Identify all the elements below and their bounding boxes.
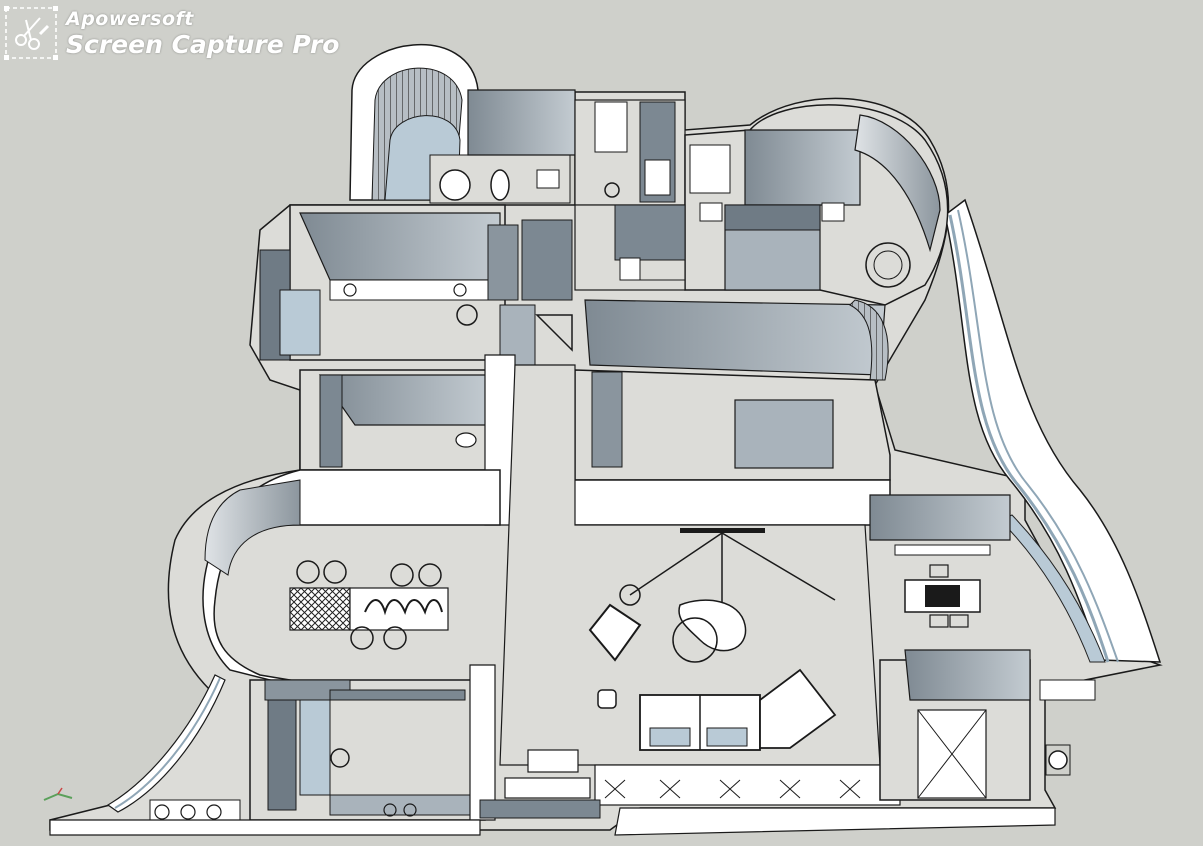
watermark-brand: Apowersoft	[66, 7, 194, 30]
walk-in-closet	[574, 204, 686, 291]
scissors-icon	[4, 6, 58, 60]
screen-capture-watermark: Apowersoft Screen Capture Pro	[4, 6, 339, 60]
top-closet-block	[574, 99, 686, 206]
axis-origin-icon	[43, 787, 73, 801]
shower-tower	[349, 44, 576, 204]
dining-area	[202, 469, 501, 701]
upper-kitchen	[259, 204, 573, 361]
bedroom-hall-wall	[584, 299, 889, 381]
entry-foyer	[879, 649, 1096, 801]
master-bedroom	[684, 104, 949, 306]
small-bathroom	[299, 369, 501, 471]
living-room	[479, 364, 901, 819]
right-study	[869, 494, 1011, 628]
lower-kitchen	[149, 664, 496, 823]
curved-balcony-rail	[944, 198, 1162, 663]
second-bedroom	[569, 369, 891, 526]
curved-left-rail	[106, 674, 226, 813]
slab-edge	[49, 807, 1056, 836]
watermark-product: Screen Capture Pro	[66, 29, 340, 59]
